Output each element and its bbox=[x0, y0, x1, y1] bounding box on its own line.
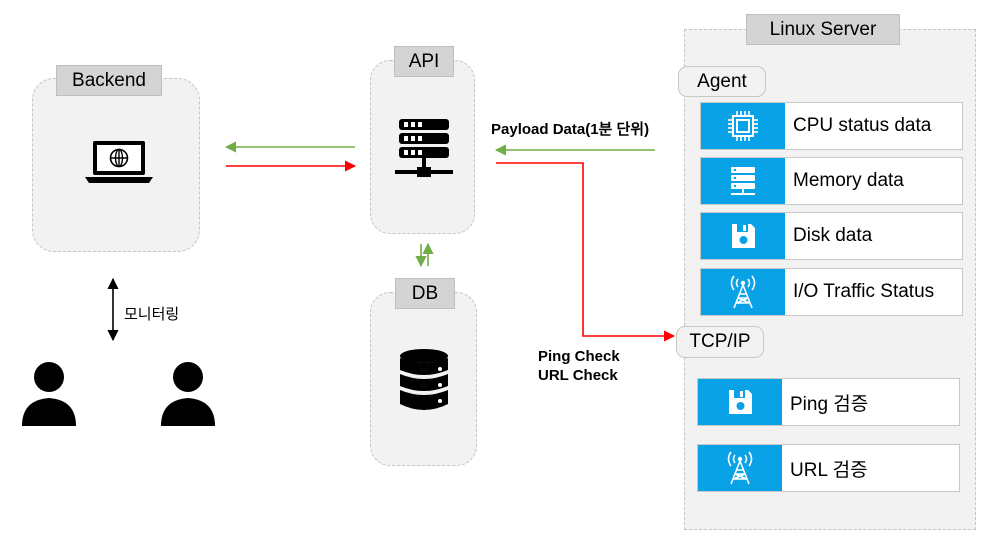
ping-verify-label: Ping 검증 bbox=[790, 393, 869, 415]
url-verify-label: URL 검증 bbox=[790, 459, 868, 481]
users-icon bbox=[22, 360, 217, 430]
agent-label: Agent bbox=[678, 66, 766, 97]
tcpip-label: TCP/IP bbox=[676, 326, 764, 358]
ping-icon-box bbox=[698, 379, 782, 425]
ping-check-label: Ping Check bbox=[538, 348, 620, 365]
memory-icon-box bbox=[701, 158, 785, 204]
antenna-tower-icon bbox=[727, 451, 753, 485]
database-icon bbox=[398, 348, 450, 412]
floppy-disk-icon bbox=[732, 224, 755, 248]
url-verify-card: URL 검증 bbox=[697, 444, 960, 492]
memory-data-card: Memory data bbox=[700, 157, 963, 205]
floppy-disk-icon bbox=[729, 390, 752, 414]
io-traffic-card: I/O Traffic Status bbox=[700, 268, 963, 316]
io-traffic-label: I/O Traffic Status bbox=[793, 281, 935, 302]
api-title: API bbox=[394, 46, 454, 77]
payload-data-label: Payload Data(1분 단위) bbox=[491, 121, 650, 138]
check-arrow bbox=[496, 162, 676, 342]
monitoring-label: 모니터링 bbox=[124, 306, 180, 323]
server-rack-icon bbox=[395, 117, 453, 180]
cpu-status-label: CPU status data bbox=[793, 115, 932, 136]
cpu-chip-icon bbox=[728, 111, 758, 141]
disk-icon-box bbox=[701, 213, 785, 259]
ping-verify-card: Ping 검증 bbox=[697, 378, 960, 426]
io-icon-box bbox=[701, 269, 785, 315]
db-title: DB bbox=[395, 278, 455, 309]
memory-server-icon bbox=[731, 167, 755, 195]
linux-server-title: Linux Server bbox=[746, 14, 900, 45]
cpu-status-card: CPU status data bbox=[700, 102, 963, 150]
antenna-tower-icon bbox=[730, 275, 756, 309]
memory-data-label: Memory data bbox=[793, 170, 904, 191]
disk-data-card: Disk data bbox=[700, 212, 963, 260]
disk-data-label: Disk data bbox=[793, 225, 873, 246]
url-icon-box bbox=[698, 445, 782, 491]
url-check-label: URL Check bbox=[538, 367, 618, 384]
backend-title: Backend bbox=[56, 65, 162, 96]
cpu-icon-box bbox=[701, 103, 785, 149]
laptop-globe-icon bbox=[85, 139, 153, 184]
